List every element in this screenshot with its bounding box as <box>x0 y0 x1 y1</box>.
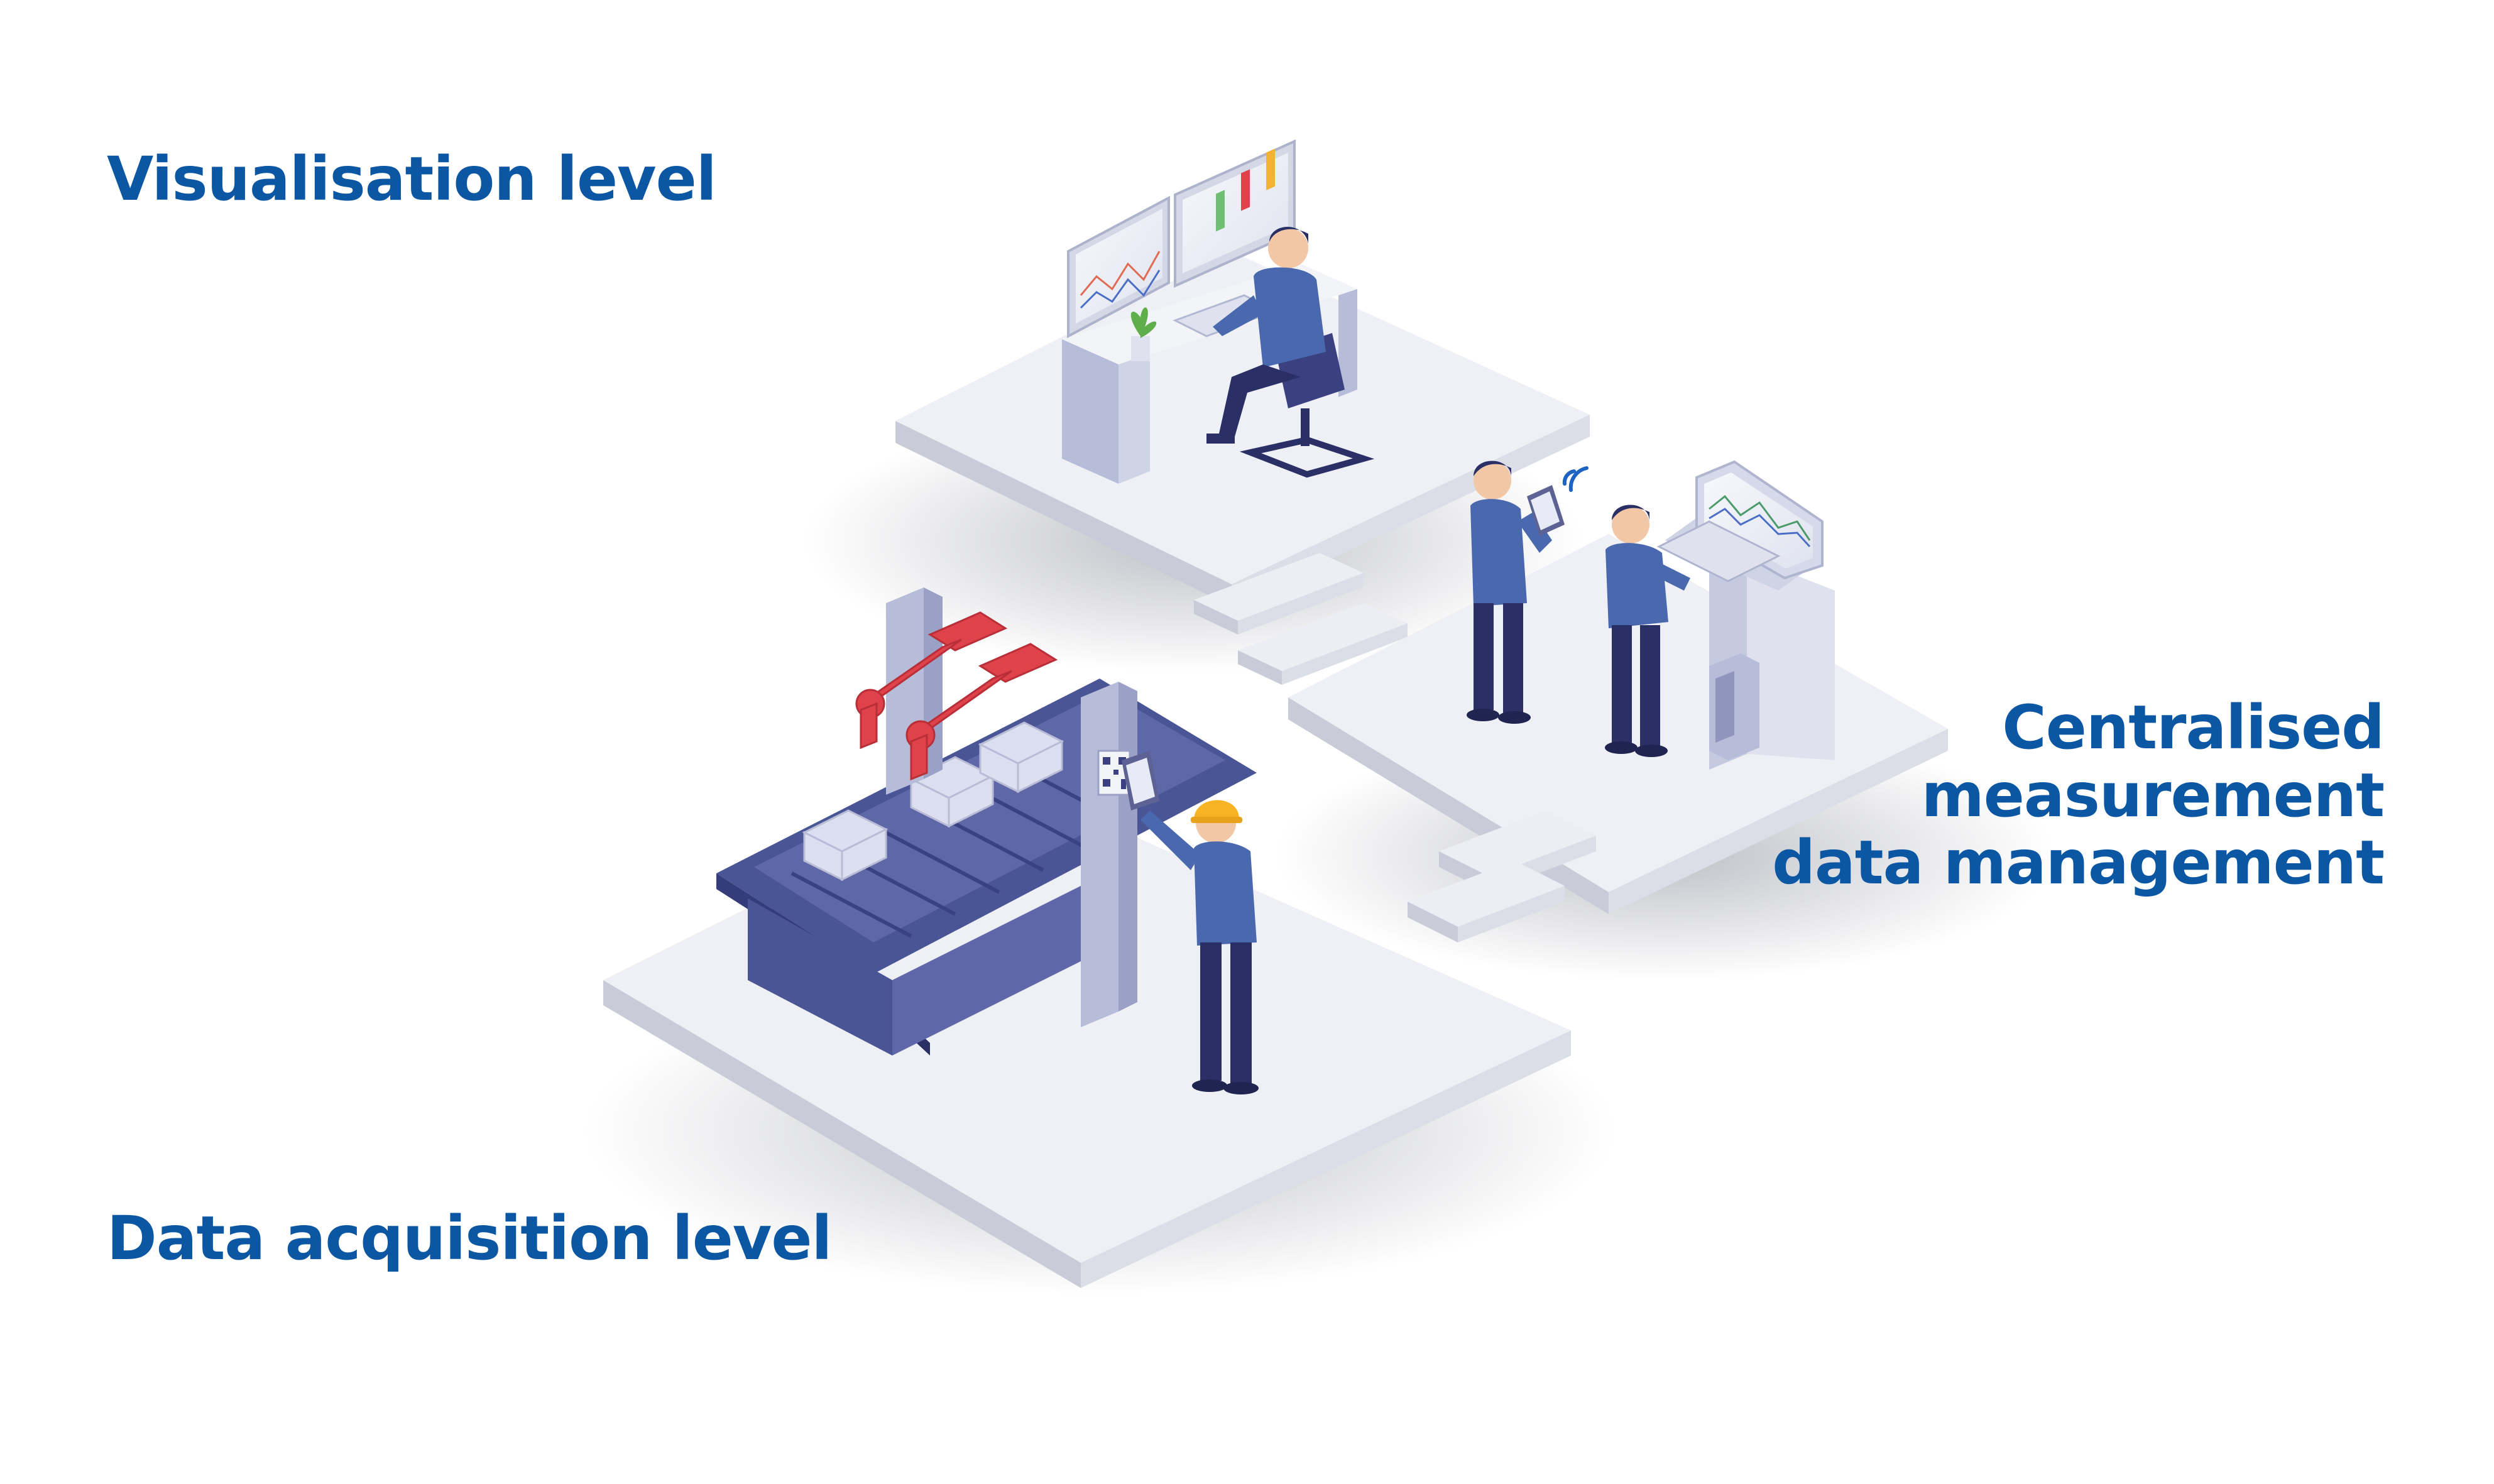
visualisation-level-label: Visualisation level <box>107 144 717 214</box>
worker <box>1122 751 1259 1094</box>
tablet-icon <box>1527 485 1565 536</box>
steps-lower <box>1408 810 1596 942</box>
hard-hat-icon <box>1191 800 1242 823</box>
control-terminal-icon <box>1656 460 1835 770</box>
steps-upper <box>1194 553 1408 685</box>
robot-arm-icon <box>855 611 1058 781</box>
wifi-icon <box>1562 466 1589 492</box>
central-label-line-1: Centralised <box>2002 692 2385 763</box>
workstation-icon <box>1062 139 1375 484</box>
plant-icon <box>1130 307 1157 361</box>
data-acquisition-level-label: Data acquisition level <box>107 1203 832 1274</box>
central-label-line-2: measurement <box>1921 760 2385 831</box>
tablet-user <box>1467 461 1589 724</box>
central-data-management-label: Centralised measurement data management <box>1772 692 2385 898</box>
central-label-line-3: data management <box>1772 827 2385 898</box>
terminal-operator <box>1605 505 1690 757</box>
